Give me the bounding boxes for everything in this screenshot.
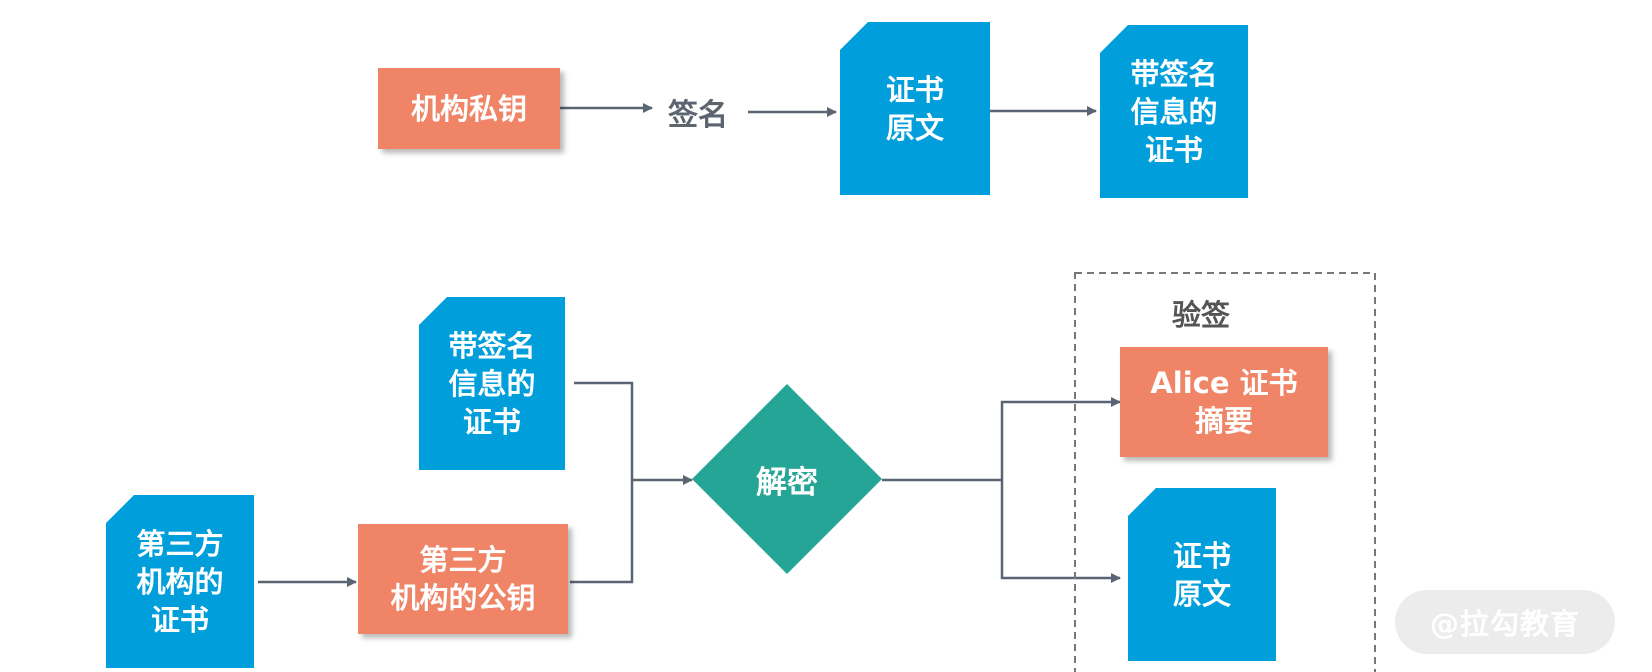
- third-party-cert-label: 第三方 机构的 证书: [136, 526, 224, 637]
- cert-digest-label: Alice 证书 摘要: [1150, 366, 1298, 438]
- decrypt-label: 解密: [756, 464, 818, 501]
- sign-label: 签名: [668, 98, 728, 133]
- signed-cert-label: 带签名 信息的 证书: [1130, 56, 1218, 167]
- watermark-badge: @拉勾教育: [1395, 590, 1615, 654]
- verify-group-frame: [1074, 272, 1376, 672]
- decrypt-diamond: [692, 384, 882, 574]
- third-party-public-key-label: 第三方 机构的公钥: [390, 543, 536, 615]
- third-party-cert-doc: 第三方 机构的 证书: [106, 495, 254, 668]
- verify-group-title: 验签: [1172, 298, 1231, 332]
- connector-signed-cert-to-decrypt: [574, 381, 634, 480]
- private-key-label: 机构私钥: [410, 91, 527, 126]
- third-party-public-key-box: 第三方 机构的公钥: [358, 524, 568, 634]
- arrow-decrypt-to-digest: [1000, 397, 1121, 480]
- signed-cert-doc: 带签名 信息的 证书: [1100, 25, 1248, 198]
- signed-cert-input-label: 带签名 信息的 证书: [448, 328, 536, 439]
- watermark-text: @拉勾教育: [1429, 607, 1580, 641]
- connector-public-key-to-decrypt: [570, 480, 634, 584]
- arrow-decrypt-to-cert-original: [1000, 480, 1121, 583]
- cert-original-doc: 证书 原文: [840, 22, 990, 195]
- cert-digest-box: Alice 证书 摘要: [1120, 347, 1328, 457]
- verify-cert-original-label: 证书 原文: [1172, 538, 1231, 611]
- private-key-box: 机构私钥: [378, 68, 560, 149]
- signed-cert-input-doc: 带签名 信息的 证书: [419, 297, 565, 470]
- cert-original-label: 证书 原文: [885, 72, 944, 145]
- verify-cert-original-doc: 证书 原文: [1128, 488, 1276, 661]
